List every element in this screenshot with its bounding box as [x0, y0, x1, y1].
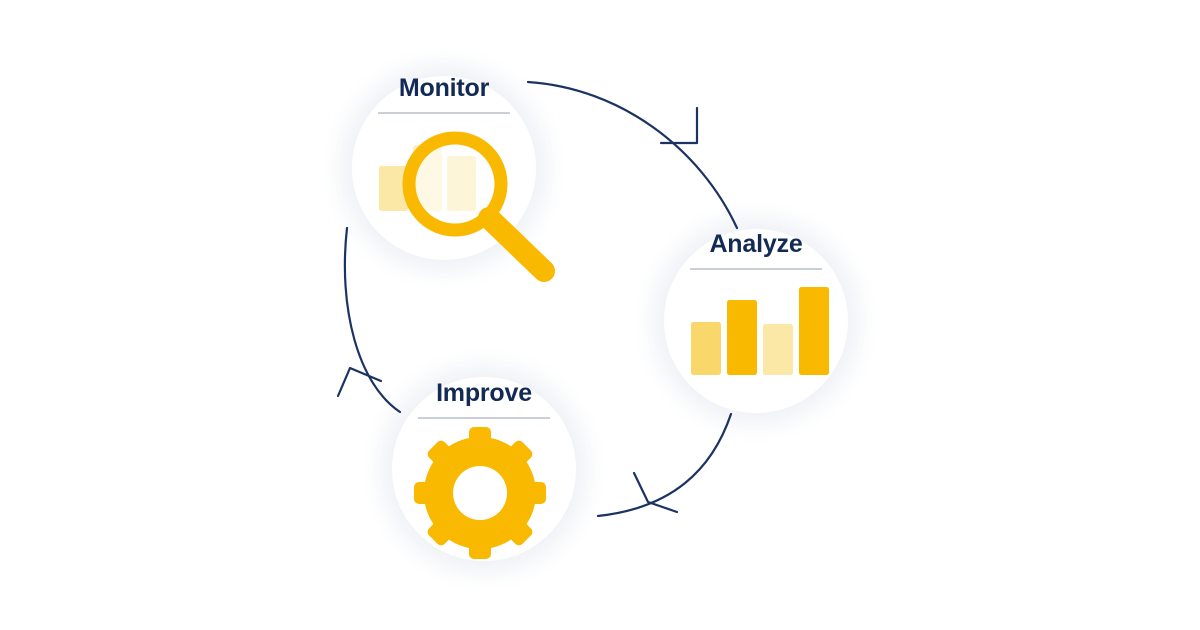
bar-chart-icon	[691, 287, 829, 375]
arrow-improve-to-monitor	[336, 226, 402, 414]
lens-glass	[409, 138, 501, 230]
magnifying-glass-over-bar-chart-icon	[379, 131, 555, 282]
analyze-bar-1	[691, 322, 721, 375]
arrow-monitor-to-analyze	[526, 80, 739, 230]
gear-icon	[414, 427, 546, 559]
analyze-title: Analyze	[709, 230, 802, 258]
arrow-path	[526, 80, 739, 230]
arrow-head	[659, 106, 699, 145]
cycle-arrows	[336, 80, 739, 518]
node-analyze[interactable]: Analyze	[690, 230, 829, 375]
arrow-path	[343, 226, 402, 414]
improve-title: Improve	[436, 379, 532, 407]
gear-body	[423, 437, 536, 549]
analyze-bar-2	[727, 300, 757, 375]
analyze-bar-3	[763, 324, 793, 375]
arrow-analyze-to-improve	[596, 412, 733, 518]
node-improve[interactable]: Improve	[414, 379, 550, 559]
monitor-title: Monitor	[399, 74, 490, 102]
magnifier-handle	[478, 207, 555, 282]
arrow-path	[596, 412, 733, 518]
magnifier-ring	[402, 131, 508, 237]
arrow-head	[632, 471, 679, 514]
monitor-bar-1	[379, 166, 408, 211]
arrow-head	[336, 366, 383, 398]
analyze-bar-4	[799, 287, 829, 375]
node-monitor[interactable]: Monitor	[378, 74, 555, 282]
